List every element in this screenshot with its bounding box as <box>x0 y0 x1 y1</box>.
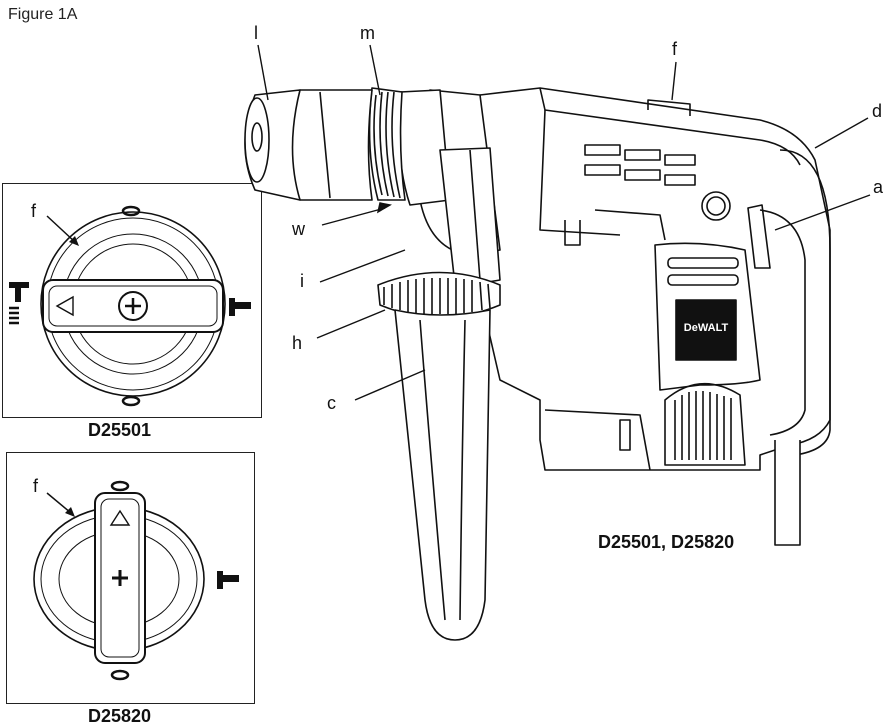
callout-i: i <box>300 271 304 291</box>
dewalt-badge: DeWALT <box>683 322 729 334</box>
inset1-caption: D25501 <box>88 420 152 440</box>
inset2-label-f: f <box>33 476 39 496</box>
selector-knob-d25501-drawing <box>9 205 251 407</box>
callout-d: d <box>872 101 883 121</box>
callout-l: l <box>254 23 258 43</box>
callout-c: c <box>327 393 336 413</box>
inset1-label-f: f <box>31 201 37 221</box>
main-caption: D25501, D25820 <box>598 532 735 552</box>
callout-a: a <box>873 177 884 197</box>
callout-f: f <box>672 39 678 59</box>
inset-d25820: f <box>6 452 255 704</box>
inset2-caption: D25820 <box>88 706 152 726</box>
selector-knob-d25820-drawing <box>33 480 239 681</box>
callout-m: m <box>360 23 375 43</box>
inset-d25501: f <box>2 183 262 418</box>
callout-h: h <box>292 333 303 353</box>
figure-title: Figure 1A <box>8 6 78 23</box>
callout-w: w <box>292 219 305 239</box>
